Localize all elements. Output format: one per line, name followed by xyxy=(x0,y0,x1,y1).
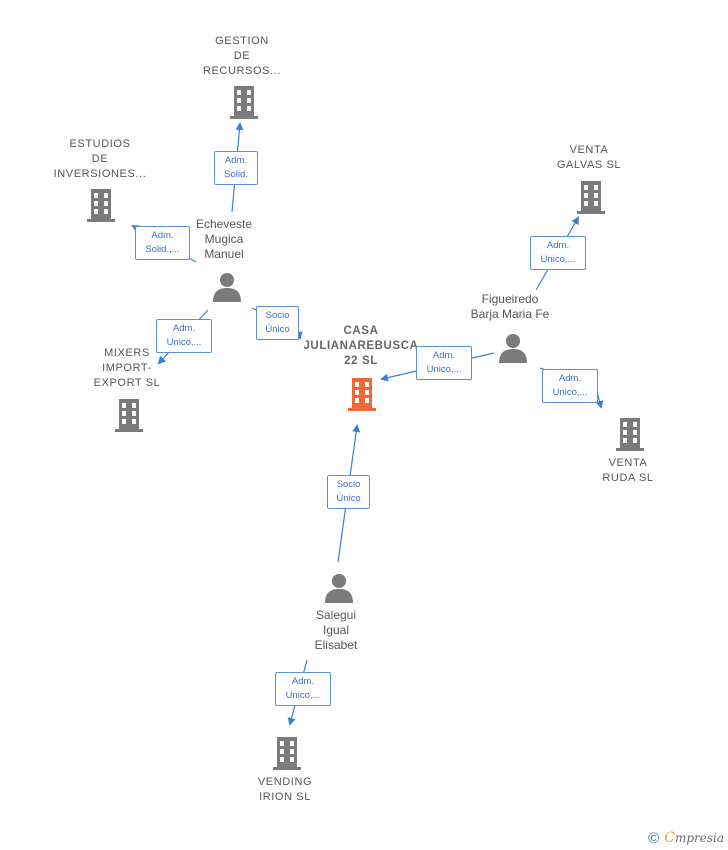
edge-label-line1: Adm. xyxy=(224,155,248,166)
edge-label-figueiredo-ruda[interactable]: Adm. Unico,... xyxy=(542,369,598,403)
edge-label-echeveste-gestion[interactable]: Adm. Solid. xyxy=(214,151,258,185)
edge-label-line2: Único xyxy=(265,324,290,335)
edge-label-line1: Adm. xyxy=(558,373,582,384)
edge-label-line1: Adm. xyxy=(432,350,456,361)
edge-label-line2: Unico,... xyxy=(426,364,462,375)
edge-label-line2: Unico,... xyxy=(285,690,321,701)
building-icon-casa[interactable] xyxy=(347,375,377,411)
edge-label-echeveste-estudios[interactable]: Adm. Solid.,... xyxy=(135,226,190,260)
edge-label-salegui-vending[interactable]: Adm. Unico,... xyxy=(275,672,331,706)
brand-logo: ©Cmpresia xyxy=(648,830,724,847)
building-icon-vending[interactable] xyxy=(272,734,302,770)
company-label-venta-galvas[interactable]: VENTA GALVAS SL xyxy=(556,144,622,171)
person-icon-echeveste[interactable] xyxy=(212,272,242,302)
company-label-estudios[interactable]: ESTUDIOS DE INVERSIONES... xyxy=(53,138,147,180)
edge-label-line1: Adm. xyxy=(546,240,570,251)
building-icon-estudios[interactable] xyxy=(86,186,116,222)
edge-label-line2: Solid.,... xyxy=(145,244,180,255)
brand-logo-initial: C xyxy=(664,830,675,846)
building-icon-venta-galvas[interactable] xyxy=(576,178,606,214)
edge-label-line2: Único xyxy=(336,493,361,504)
company-label-gestion[interactable]: GESTION DE RECURSOS... xyxy=(202,35,282,77)
person-icon-figueiredo[interactable] xyxy=(498,333,528,363)
edge-label-line1: Adm. xyxy=(172,323,196,334)
company-label-vending[interactable]: VENDING IRION SL xyxy=(257,776,313,803)
company-label-mixers[interactable]: MIXERS IMPORT- EXPORT SL xyxy=(93,347,161,389)
edge-label-line1: Socio xyxy=(265,310,290,321)
edge-label-line2: Unico,... xyxy=(166,337,202,348)
company-label-venta-ruda[interactable]: VENTA RUDA SL xyxy=(602,457,654,484)
copyright-icon: © xyxy=(648,830,660,847)
edge-label-echeveste-mixers[interactable]: Adm. Unico,... xyxy=(156,319,212,353)
building-icon-venta-ruda[interactable] xyxy=(615,415,645,451)
person-label-figueiredo[interactable]: Figueiredo Barja Maria Fe xyxy=(470,292,550,321)
person-label-salegui[interactable]: Salegui Igual Elisabet xyxy=(314,608,358,652)
edge-label-salegui-casa[interactable]: Socio Único xyxy=(327,475,370,509)
brand-logo-text: mpresia xyxy=(674,831,724,845)
edge-label-figueiredo-casa[interactable]: Adm. Unico,... xyxy=(416,346,472,380)
person-icon-salegui[interactable] xyxy=(324,573,354,603)
edge-label-figueiredo-galvas[interactable]: Adm. Unico,... xyxy=(530,236,586,270)
company-label-casa[interactable]: CASA JULIANAREBUSCA 22 SL xyxy=(303,325,419,367)
edge-label-line1: Socio xyxy=(336,479,361,490)
building-icon-mixers[interactable] xyxy=(114,396,144,432)
edge-label-line2: Unico,... xyxy=(540,254,576,265)
edge-label-line1: Adm. xyxy=(151,230,174,241)
building-icon-gestion[interactable] xyxy=(229,83,259,119)
edge-label-line1: Adm. xyxy=(291,676,315,687)
edge-label-echeveste-casa[interactable]: Socio Único xyxy=(256,306,299,340)
edge-label-line2: Unico,... xyxy=(552,387,588,398)
person-label-echeveste[interactable]: Echeveste Mugica Manuel xyxy=(195,217,253,261)
edge-label-line2: Solid. xyxy=(224,169,248,180)
